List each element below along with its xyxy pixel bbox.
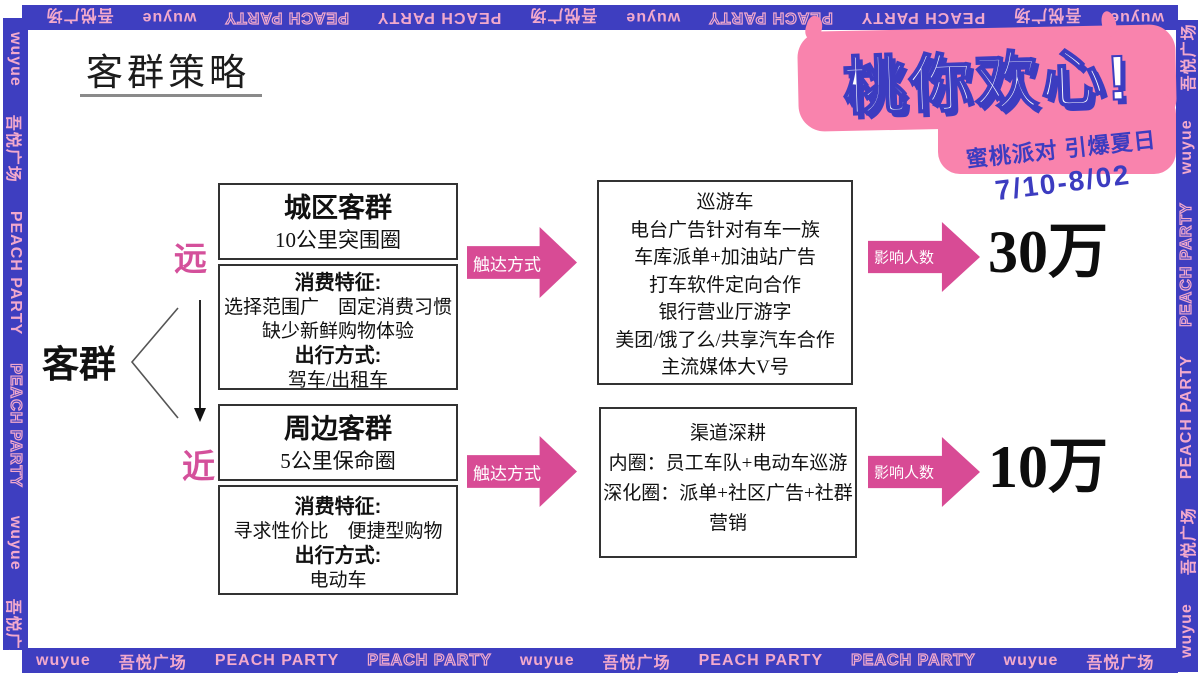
group-title: 城区客群 bbox=[284, 193, 392, 223]
border-word: PEACH PARTY bbox=[214, 651, 340, 669]
impact-label: 影响人数 bbox=[874, 249, 935, 267]
travel-line: 电动车 bbox=[309, 570, 367, 591]
impact-value: 30万 bbox=[988, 219, 1108, 285]
branch-connector-graphic bbox=[130, 300, 206, 422]
traits-line: 缺少新鲜购物体验 bbox=[261, 321, 414, 342]
group-subtitle: 5公里保命圈 bbox=[280, 449, 396, 473]
border-word: wuyue bbox=[141, 9, 197, 27]
border-word: 吾悦广场 bbox=[4, 114, 22, 183]
border-word: wuyue bbox=[1178, 119, 1195, 175]
channel-line: 电台广告针对有车一族 bbox=[629, 219, 820, 241]
channel-line: 巡游车 bbox=[696, 192, 754, 213]
border-right-strip: wuyue 吾悦广场 PEACH PARTY PEACH PARTY wuyue 吾悦广场… bbox=[1176, 20, 1198, 672]
border-word: PEACH PARTY bbox=[860, 9, 986, 27]
traits-box-nearby: 消费特征: 寻求性价比 便捷型购物 出行方式: 电动车 bbox=[218, 485, 458, 595]
border-word: PEACH PARTY bbox=[7, 210, 25, 336]
border-word: wuyue bbox=[7, 32, 25, 87]
impact-arrow: 影响人数 bbox=[868, 437, 980, 507]
border-word: PEACH PARTY bbox=[698, 651, 824, 669]
border-word: wuyue bbox=[36, 651, 91, 669]
border-word: 吾悦广场 bbox=[118, 654, 187, 672]
channel-line: 主流媒体大V号 bbox=[661, 357, 789, 378]
travel-header: 出行方式: bbox=[294, 545, 382, 567]
channel-line: 营销 bbox=[708, 513, 747, 534]
reach-method-label: 触达方式 bbox=[473, 255, 541, 274]
border-left-strip: wuyue 吾悦广场 PEACH PARTY PEACH PARTY wuyue 吾悦广场… bbox=[3, 18, 28, 650]
border-word: 吾悦广场 bbox=[602, 654, 671, 672]
border-word: wuyue bbox=[519, 651, 575, 669]
group-box-urban: 城区客群 10公里突围圈 bbox=[218, 183, 458, 260]
border-word: wuyue bbox=[7, 515, 25, 571]
channel-line: 美团/饿了么/共享汽车合作 bbox=[615, 329, 835, 351]
traits-line: 选择范围广 固定消费习惯 bbox=[223, 297, 452, 318]
channels-box-urban: 巡游车 电台广告针对有车一族 车库派单+加油站广告 打车软件定向合作 银行营业厅… bbox=[597, 180, 853, 385]
travel-header: 出行方式: bbox=[294, 345, 382, 367]
reach-method-arrow: 触达方式 bbox=[467, 436, 577, 507]
group-subtitle: 10公里突围圈 bbox=[275, 228, 401, 252]
border-word: 吾悦广场 bbox=[1086, 654, 1155, 672]
border-word: PEACH PARTY bbox=[7, 363, 25, 489]
border-top-strip: wuyue 吾悦广场 PEACH PARTY PEACH PARTY wuyue 吾悦广场… bbox=[22, 5, 1178, 30]
impact-arrow: 影响人数 bbox=[868, 222, 980, 292]
border-word: 吾悦广场 bbox=[1181, 507, 1198, 576]
border-word: 吾悦广场 bbox=[1181, 23, 1198, 92]
channel-line: 银行营业厅游字 bbox=[658, 302, 792, 323]
border-word: PEACH PARTY bbox=[224, 9, 350, 27]
reach-method-label: 触达方式 bbox=[473, 464, 541, 483]
border-word: PEACH PARTY bbox=[1178, 354, 1195, 480]
border-word: wuyue bbox=[625, 9, 681, 27]
arrow-down-icon bbox=[194, 408, 206, 422]
impact-label: 影响人数 bbox=[874, 464, 935, 482]
border-left-text: wuyue 吾悦广场 PEACH PARTY PEACH PARTY wuyue 吾悦广场… bbox=[3, 18, 28, 650]
traits-box-urban: 消费特征: 选择范围广 固定消费习惯 缺少新鲜购物体验 出行方式: 驾车/出租车 bbox=[218, 264, 458, 391]
border-word: wuyue bbox=[1109, 9, 1164, 27]
border-word: PEACH PARTY bbox=[851, 651, 976, 669]
channels-box-nearby: 渠道深耕 内圈：员工车队+电动车巡游 深化圈：派单+社区广告+社群 营销 bbox=[599, 407, 857, 558]
reach-method-arrow: 触达方式 bbox=[467, 227, 577, 298]
border-word: PEACH PARTY bbox=[1177, 202, 1195, 328]
channel-line: 渠道深耕 bbox=[689, 423, 766, 444]
impact-value: 10万 bbox=[988, 434, 1108, 500]
channel-line: 深化圈：派单+社区广告+社群 bbox=[603, 483, 853, 504]
traits-header: 消费特征: bbox=[294, 496, 382, 518]
border-word: PEACH PARTY bbox=[376, 9, 502, 27]
travel-line: 驾车/出租车 bbox=[287, 370, 389, 391]
border-bottom-strip: wuyue 吾悦广场 PEACH PARTY PEACH PARTY wuyue 吾悦广场… bbox=[22, 648, 1178, 673]
border-word: 吾悦广场 bbox=[529, 6, 598, 24]
channel-line: 车库派单+加油站广告 bbox=[634, 247, 816, 268]
page-title: 客群策略 bbox=[86, 53, 250, 94]
logo-exclamation: ! bbox=[1105, 42, 1133, 115]
channel-line: 内圈：员工车队+电动车巡游 bbox=[608, 453, 848, 474]
bracket-line bbox=[130, 307, 179, 419]
distance-label-near: 近 bbox=[182, 450, 215, 486]
channel-line: 打车软件定向合作 bbox=[648, 274, 801, 296]
border-bottom-text: wuyue 吾悦广场 PEACH PARTY PEACH PARTY wuyue 吾悦广场… bbox=[22, 648, 1178, 673]
logo-main-chars: 桃你欢心 bbox=[841, 43, 1109, 124]
border-word: 吾悦广场 bbox=[4, 598, 22, 650]
group-box-nearby: 周边客群 5公里保命圈 bbox=[218, 404, 458, 481]
logo-badge-background-lower bbox=[938, 92, 1176, 174]
group-title: 周边客群 bbox=[284, 414, 392, 444]
root-label: 客群 bbox=[42, 344, 116, 385]
border-top-text: wuyue 吾悦广场 PEACH PARTY PEACH PARTY wuyue 吾悦广场… bbox=[22, 5, 1178, 30]
border-word: 吾悦广场 bbox=[45, 6, 114, 24]
border-word: wuyue bbox=[1178, 603, 1195, 658]
title-underline bbox=[80, 94, 262, 97]
border-right-text: wuyue 吾悦广场 PEACH PARTY PEACH PARTY wuyue 吾悦广场… bbox=[1176, 20, 1198, 672]
traits-header: 消费特征: bbox=[294, 272, 382, 294]
border-word: PEACH PARTY bbox=[367, 651, 492, 669]
traits-line: 寻求性价比 便捷型购物 bbox=[233, 521, 443, 542]
distance-label-far: 远 bbox=[174, 242, 207, 278]
border-word: wuyue bbox=[1003, 651, 1059, 669]
logo-main-text: 桃你欢心! bbox=[795, 25, 1180, 129]
